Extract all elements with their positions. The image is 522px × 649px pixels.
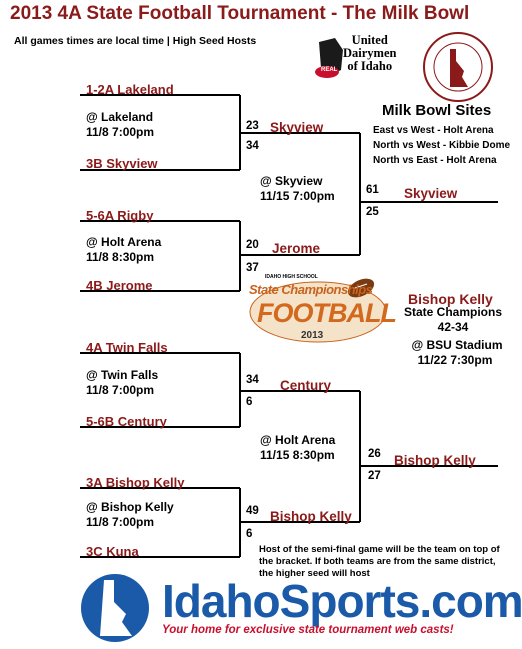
r1g1-score-top: 23 (246, 120, 259, 132)
r1g3-site: @ Twin Falls (86, 368, 159, 382)
semi1-top-team: Skyview (270, 120, 324, 135)
dairy-cow-icon (315, 38, 343, 78)
r1g1-top-team: 1-2A Lakeland (86, 82, 174, 97)
idaho-seal-icon (423, 32, 493, 102)
site-line-3: North vs East - Holt Arena (373, 155, 497, 166)
r1g3-time: 11/8 7:00pm (86, 383, 155, 397)
logo-sport: FOOTBALL (257, 298, 397, 328)
sites-title: Milk Bowl Sites (382, 102, 492, 119)
r1g4-score-bottom: 6 (246, 528, 253, 540)
final-top-team: Skyview (404, 186, 458, 201)
hosting-note: Host of the semi-final game will be the … (259, 544, 500, 579)
state-championships-logo: IDAHO HIGH SCHOOL State Championships FO… (243, 268, 397, 348)
page-subtitle: All games times are local time | High Se… (14, 35, 257, 47)
semi1-score-bottom: 25 (366, 206, 379, 218)
logo-year: 2013 (301, 330, 324, 341)
real-badge: REAL (321, 67, 338, 73)
champion-score: 42-34 (437, 320, 469, 334)
champion-label: State Champions (403, 305, 502, 319)
r1g1-site: @ Lakeland (86, 110, 154, 124)
idaho-state-icon (81, 574, 149, 642)
semi2-score-top: 26 (368, 448, 381, 460)
r1g2-time: 11/8 8:30pm (86, 250, 155, 264)
united-dairymen-logo: REAL United Dairymen of Idaho (313, 32, 423, 90)
r1g4-bottom-team: 3C Kuna (86, 544, 139, 559)
sponsor-line2: Dairymen (343, 46, 397, 60)
semi1-score-top: 61 (366, 184, 379, 196)
r1g2-site: @ Holt Arena (86, 235, 162, 249)
r1g4-score-top: 49 (246, 505, 259, 517)
r1g2-bottom-team: 4B Jerome (86, 278, 153, 293)
r1g4-time: 11/8 7:00pm (86, 515, 155, 529)
logo-state: State Championships (249, 282, 373, 297)
page-title: 2013 4A State Football Tournament - The … (10, 3, 470, 24)
r1g3-bottom-team: 5-6B Century (86, 414, 167, 429)
r1g3-score-top: 34 (246, 374, 259, 386)
semi2-score-bottom: 27 (368, 470, 381, 482)
r1g1-score-bottom: 34 (246, 140, 259, 152)
final-bottom-team: Bishop Kelly (394, 453, 476, 468)
ihsaa-seal (422, 31, 494, 103)
brand-tagline: Your home for exclusive state tournament… (162, 624, 454, 636)
semi2-bottom-team: Bishop Kelly (270, 509, 352, 524)
brand-name: IdahoSports.com (162, 575, 522, 627)
site-line-2: North vs West - Kibbie Dome (373, 140, 511, 151)
semi1-site: @ Skyview (260, 174, 323, 188)
idaho-map-icon (70, 572, 160, 644)
champion-team: Bishop Kelly (408, 291, 493, 307)
r1g3-top-team: 4A Twin Falls (86, 340, 168, 355)
logo-top: IDAHO HIGH SCHOOL (265, 274, 318, 280)
r1g2-score-bottom: 37 (246, 262, 259, 274)
final-site: @ BSU Stadium (411, 338, 503, 352)
semi2-site: @ Holt Arena (260, 433, 336, 447)
final-time: 11/22 7:30pm (417, 353, 493, 367)
r1g2-score-top: 20 (246, 239, 259, 251)
r1g2-top-team: 5-6A Rigby (86, 208, 154, 223)
semi1-bottom-team: Jerome (272, 241, 321, 256)
semi2-top-team: Century (280, 378, 332, 393)
semi1-time: 11/15 7:00pm (260, 189, 335, 203)
site-line-1: East vs West - Holt Arena (373, 125, 494, 136)
semi2-time: 11/15 8:30pm (260, 448, 335, 462)
r1g1-bottom-team: 3B Skyview (86, 156, 158, 171)
r1g4-top-team: 3A Bishop Kelly (86, 475, 185, 490)
sponsor-line3: of Idaho (347, 59, 393, 73)
football-icon (249, 278, 387, 343)
r1g1-time: 11/8 7:00pm (86, 125, 155, 139)
r1g4-site: @ Bishop Kelly (86, 500, 174, 514)
r1g3-score-bottom: 6 (246, 396, 253, 408)
sponsor-line1: United (351, 33, 388, 47)
